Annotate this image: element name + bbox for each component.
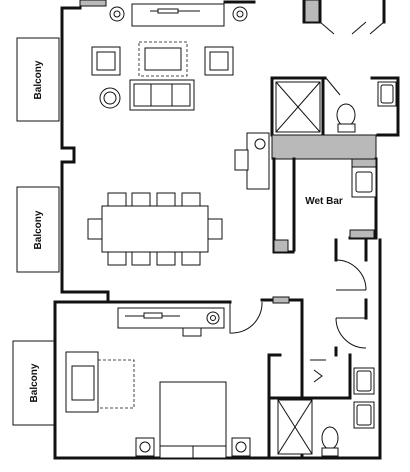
bed xyxy=(135,381,251,459)
desk-chair xyxy=(234,132,270,190)
tv-console-top xyxy=(109,3,248,27)
sinks-lower xyxy=(353,367,375,429)
bedroom-loveseat xyxy=(65,351,135,413)
balcony-top: Balcony xyxy=(16,37,60,122)
toilet-upper xyxy=(336,103,356,133)
lower-bath xyxy=(267,353,375,457)
divider-walls xyxy=(106,238,382,357)
wet-bar: Wet Bar xyxy=(272,157,378,254)
sink-upper xyxy=(377,81,397,107)
balcony-top-label: Balcony xyxy=(33,60,44,99)
toilet-lower xyxy=(321,426,339,457)
dining-table xyxy=(87,192,223,266)
balcony-middle-label: Balcony xyxy=(33,210,44,249)
living-seating xyxy=(91,41,234,111)
balcony-bottom: Balcony xyxy=(12,340,56,426)
tv-console-bottom xyxy=(117,307,225,337)
balcony-middle: Balcony xyxy=(16,186,60,273)
upper-bath xyxy=(270,0,400,160)
balcony-bottom-label: Balcony xyxy=(29,363,40,402)
wet-bar-label: Wet Bar xyxy=(305,196,343,207)
